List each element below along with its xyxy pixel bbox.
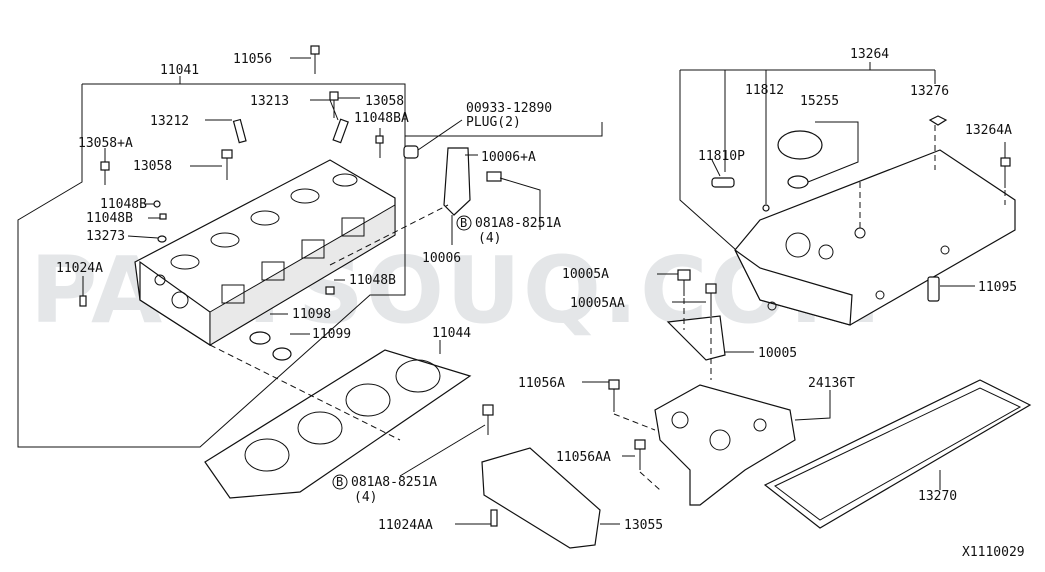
part-11095 [927,276,975,302]
label-081a8-lower: B 081A8-8251A (4) [332,474,437,505]
label-13264a: 13264A [965,123,1012,138]
bolt-11056a [582,379,620,412]
gasket-13270 [763,379,1032,529]
bolt-13058-plus-a [100,148,110,185]
label-10005a: 10005A [562,267,609,282]
label-10006: 10006 [422,251,461,266]
label-13058-mid: 13058 [133,159,172,174]
head-gasket-11044 [204,340,472,499]
label-11095: 11095 [978,280,1017,295]
label-24136t: 24136T [808,376,855,391]
seal-11099 [272,333,310,361]
label-10006-plus-a: 10006+A [481,150,536,165]
bolt-13264a [1000,142,1011,188]
front-cover-13055 [455,447,620,549]
bracket-10006 [443,147,541,245]
label-11048b-1: 11048B [100,197,147,212]
grommet-11812 [762,70,770,212]
bolt-081a8-lower [399,404,494,477]
bolt-13058-mid [190,149,233,180]
label-10005: 10005 [758,346,797,361]
label-11098: 11098 [292,307,331,322]
dowel-11024a [79,276,87,307]
label-11048b-3: 11048B [349,273,396,288]
bolt-11056aa [622,439,646,470]
label-13055: 13055 [624,518,663,533]
dash-10006 [329,204,449,266]
dash-bracket [613,298,712,491]
label-13276: 13276 [910,84,949,99]
label-qty-upper: (4) [478,231,501,246]
label-11048ba: 11048BA [354,111,409,126]
label-10005aa: 10005AA [570,296,625,311]
label-plug: PLUG(2) [466,115,521,130]
bracket-13264-left [679,70,746,259]
plug-00933 [403,119,463,159]
label-11056aa: 11056AA [556,450,611,465]
label-081a8-8251a-upper: 081A8-8251A [475,216,561,231]
label-11056: 11056 [233,52,272,67]
plug-11048b-2 [148,213,167,220]
timing-cover-24136t [654,384,831,506]
label-11024a: 11024A [56,261,103,276]
stud-13213 [310,99,349,144]
label-11099: 11099 [312,327,351,342]
label-11812: 11812 [745,83,784,98]
dash-gasket [209,344,401,441]
label-13213: 13213 [250,94,289,109]
label-qty-lower: (4) [354,490,377,505]
stud-13212 [205,118,247,144]
label-11024aa: 11024AA [378,518,433,533]
label-11044: 11044 [432,326,471,341]
circle-b-lower: B [336,475,343,489]
label-13270: 13270 [918,489,957,504]
label-15255: 15255 [800,94,839,109]
bracket-00933 [405,122,603,137]
label-11056a: 11056A [518,376,565,391]
label-00933-12890: 00933-12890 [466,101,552,116]
diagram-code: X1110029 [962,545,1025,560]
label-13264: 13264 [850,47,889,62]
pcv-11810p [711,70,735,188]
bolt-10005a [657,269,691,296]
oil-cap-15255 [777,121,859,189]
bolt-11048ba [375,128,384,158]
circle-b-upper: B [460,216,467,230]
dash-rocker [859,125,1006,230]
part-13276 [928,70,948,126]
label-13058-top: 13058 [365,94,404,109]
plug-11048b-1 [144,200,161,208]
label-13058-plus-a: 13058+A [78,136,133,151]
dowel-13273 [127,235,167,243]
label-11810p: 11810P [698,149,745,164]
bolt-11056 [290,45,320,74]
label-13212: 13212 [150,114,189,129]
rocker-cover-13264 [734,149,1016,326]
label-13273: 13273 [86,229,125,244]
bolt-10005aa [672,283,717,316]
label-11048b-2: 11048B [86,211,133,226]
seal-11098 [249,313,288,345]
label-11041: 11041 [160,63,199,78]
label-081a8-upper: B 081A8-8251A (4) [456,215,561,246]
cylinder-head [134,159,396,347]
label-081a8-8251a-lower: 081A8-8251A [351,475,437,490]
plug-11048b-3 [325,279,345,295]
